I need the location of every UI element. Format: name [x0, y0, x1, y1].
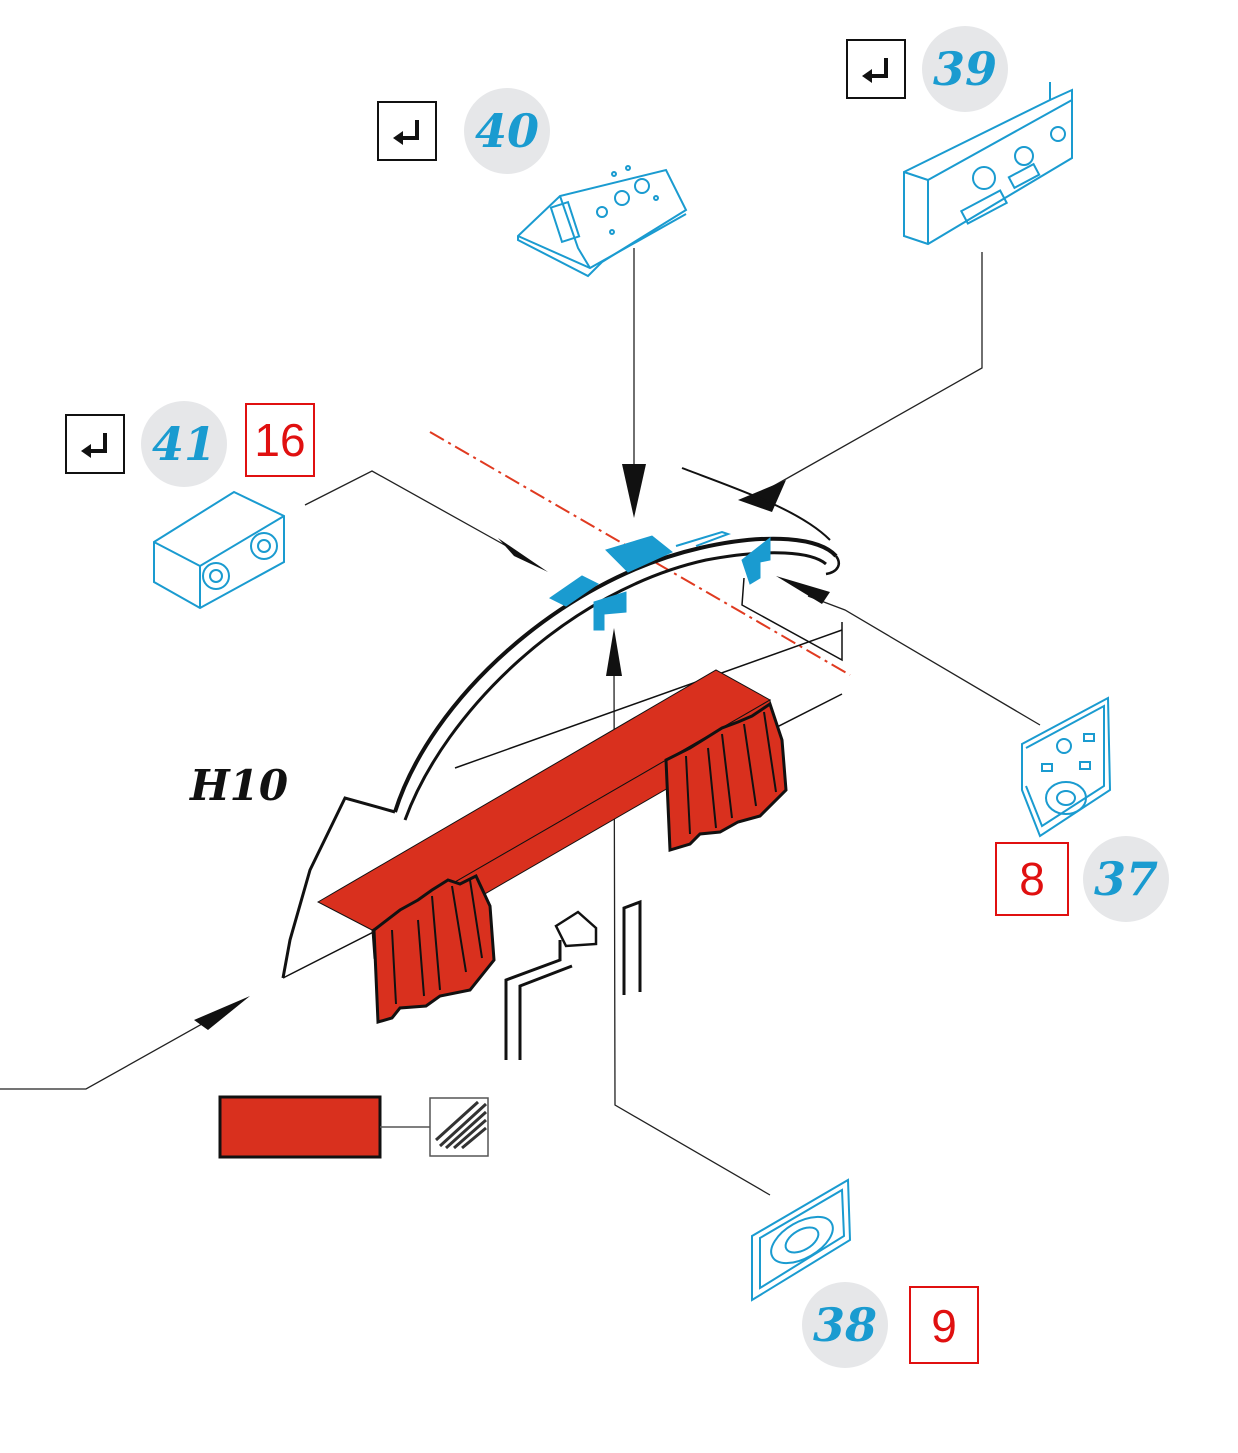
step-number-8: 8: [1019, 853, 1045, 905]
step-box-9: 9: [909, 1286, 979, 1364]
part-badge-40: 40: [464, 88, 550, 174]
step-box-8: 8: [995, 842, 1069, 916]
part-badge-41: 41: [141, 401, 227, 487]
paint-swatch-icon: [218, 1095, 382, 1159]
red-seat-assembly: [316, 669, 788, 1024]
part-number-39: 39: [933, 42, 997, 96]
part-number-37: 37: [1094, 852, 1158, 906]
fold-arrow-icon: [65, 414, 125, 474]
step-number-16: 16: [254, 414, 305, 466]
part-number-41: 41: [152, 417, 216, 471]
step-box-16: 16: [245, 403, 315, 477]
leader-lines: [0, 248, 1041, 1196]
part-39-panel: [903, 82, 1073, 246]
fold-arrow-icon: [846, 39, 906, 99]
assembly-label: H10: [189, 761, 288, 810]
part-badge-37: 37: [1083, 836, 1169, 922]
part-number-40: 40: [475, 104, 539, 158]
part-38-plate: [751, 1178, 852, 1302]
part-40-console: [517, 165, 688, 278]
step-number-9: 9: [931, 1300, 957, 1352]
part-number-38: 38: [813, 1298, 877, 1352]
part-badge-39: 39: [922, 26, 1008, 112]
part-41-box: [153, 490, 285, 610]
part-37-panel: [1021, 696, 1112, 838]
hatched-texture-icon: [429, 1097, 489, 1157]
fold-arrow-icon: [377, 101, 437, 161]
part-badge-38: 38: [802, 1282, 888, 1368]
paint-legend: [218, 1095, 489, 1159]
mount-points: [549, 530, 771, 631]
